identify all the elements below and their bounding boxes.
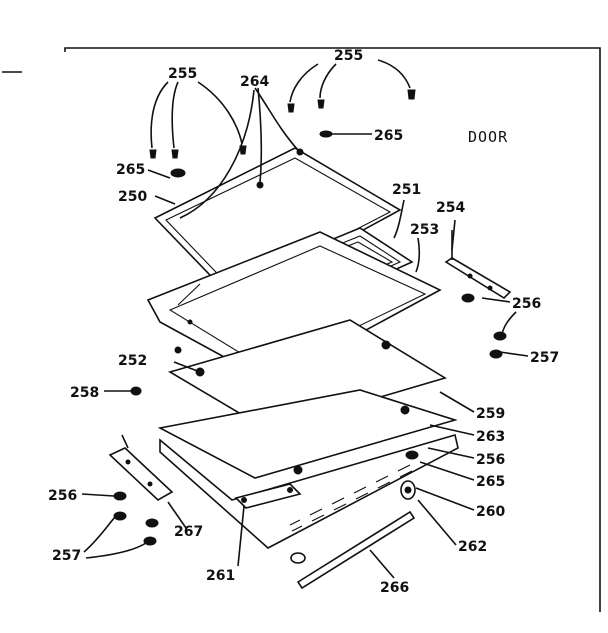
callout-254: 254 (436, 200, 465, 216)
callout-260: 260 (476, 504, 505, 520)
frame-border (64, 47, 601, 612)
callout-267: 267 (174, 524, 203, 540)
callout-253: 253 (410, 222, 439, 238)
callout-265-top-right: 265 (374, 128, 403, 144)
callout-262: 262 (458, 539, 487, 555)
callout-252: 252 (118, 353, 147, 369)
callout-257-left: 257 (52, 548, 81, 564)
diagram-title: DOOR (468, 128, 508, 146)
callout-257-right: 257 (530, 350, 559, 366)
screws-255 (149, 89, 416, 159)
part-254-right-hinge (444, 230, 512, 300)
callout-265-mid: 265 (476, 474, 505, 490)
callout-259: 259 (476, 406, 505, 422)
callout-261: 261 (206, 568, 235, 584)
callout-266: 266 (380, 580, 409, 596)
callout-264: 264 (240, 74, 269, 90)
part-260-vent-panel (159, 433, 459, 549)
part-266-rod (296, 510, 416, 590)
callout-258: 258 (70, 385, 99, 401)
callout-263: 263 (476, 429, 505, 445)
callout-255-right: 255 (334, 48, 363, 64)
callout-256-right: 256 (512, 296, 541, 312)
callout-255-left: 255 (168, 66, 197, 82)
part-261-bracket (234, 483, 302, 509)
part-250-outer-panel (153, 147, 402, 301)
callout-265-left: 265 (116, 162, 145, 178)
callout-256-mid: 256 (476, 452, 505, 468)
part-262-hinge-pin (400, 480, 416, 500)
part-267-left-hinge (108, 434, 174, 501)
callout-250: 250 (118, 189, 147, 205)
callout-251: 251 (392, 182, 421, 198)
leader-lines (81, 59, 529, 579)
part-266-end (290, 552, 306, 564)
part-263-lower-panel (157, 389, 458, 479)
callout-256-left: 256 (48, 488, 77, 504)
washers-nuts (113, 130, 507, 546)
